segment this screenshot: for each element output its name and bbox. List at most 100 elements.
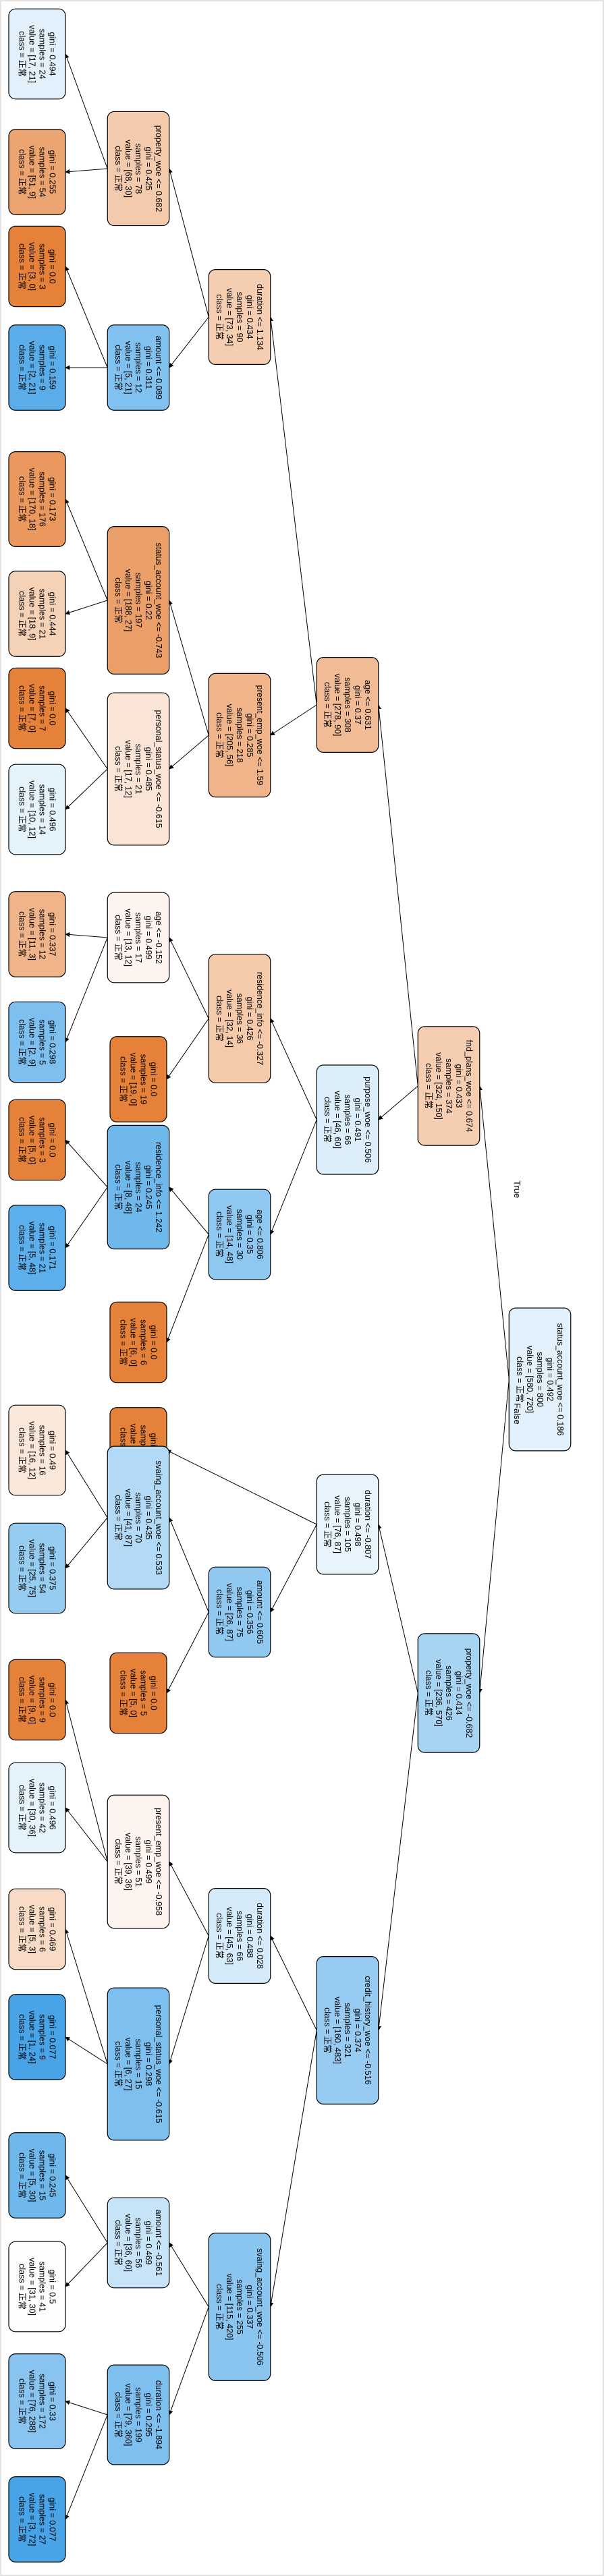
tree-edge <box>65 2414 108 2520</box>
tree-node-box <box>8 129 66 215</box>
tree-node-line: class = 正常 <box>18 786 27 832</box>
tree-node-line: value = [3, 0] <box>28 242 37 291</box>
tree-node-line: samples = 255 <box>235 2279 244 2335</box>
tree-node-box <box>8 324 66 411</box>
tree-node-box <box>508 1307 572 1452</box>
tree-node-line: class = 正常 <box>18 1906 27 1952</box>
tree-edge <box>65 2175 108 2243</box>
tree-node-line: samples = 374 <box>444 1058 454 1114</box>
tree-edge <box>65 2400 108 2415</box>
tree-node-line: samples = 36 <box>235 994 244 1044</box>
tree-edge <box>270 704 317 736</box>
tree-node-line: residence_info <= 1.242 <box>154 1142 163 1232</box>
tree-node-box <box>8 1001 66 1083</box>
tree-node-line: samples = 5 <box>38 1019 47 1065</box>
tree-node-line: class = 正常 <box>113 2041 123 2087</box>
tree-node-line: value = [39, 36] <box>123 1833 133 1891</box>
tree-node-line: class = 正常 <box>113 2392 123 2438</box>
tree-node-line: samples = 30 <box>235 1209 244 1260</box>
tree-edge <box>169 316 209 368</box>
tree-node-line: value = [205, 56] <box>225 704 234 767</box>
tree-node-line: value = [3, 72] <box>28 2493 37 2546</box>
tree-node-line: samples = 24 <box>134 1162 143 1213</box>
tree-node-line: residence_info <= -0.327 <box>255 972 265 1065</box>
tree-node-box <box>109 1036 167 1122</box>
tree-node-line: value = [17, 21] <box>28 25 37 83</box>
tree-node-line: value = [2, 21] <box>28 341 37 395</box>
tree-node-box <box>8 2132 66 2219</box>
tree-node-line: samples = 75 <box>235 1587 244 1638</box>
tree-node-box <box>8 571 66 657</box>
tree-node-line: value = [45, 63] <box>225 1907 234 1965</box>
tree-node-line: gini = 0.0 <box>149 1325 159 1359</box>
tree-node-line: samples = 105 <box>343 1497 352 1552</box>
tree-node-box <box>109 1301 167 1383</box>
tree-node-line: gini = 0.337 <box>245 2285 254 2329</box>
tree-edge <box>65 708 108 770</box>
tree-node-box <box>107 2364 170 2465</box>
tree-node-line: gini = 0.0 <box>48 691 57 725</box>
tree-edge <box>168 1935 209 2065</box>
tree-node-line: gini = 0.499 <box>144 1840 153 1884</box>
tree-node-line: present_emp_woe <= 1.59 <box>255 685 265 786</box>
tree-edge <box>167 168 209 318</box>
tree-node-line: gini = 0.499 <box>144 916 153 960</box>
tree-node-line: property_woe <= 0.682 <box>154 125 163 212</box>
tree-node-line: samples = 9 <box>38 2014 47 2060</box>
tree-node-line: gini = 0.171 <box>48 1226 57 1270</box>
edge-label-true: True <box>512 1180 522 1198</box>
tree-node-line: value = [79, 360] <box>123 2384 133 2446</box>
tree-edge <box>169 937 209 1019</box>
tree-node-line: amount <= 0.089 <box>154 336 163 400</box>
tree-node-line: value = [14, 48] <box>225 1205 234 1263</box>
tree-node-line: class = 正常 <box>18 149 27 195</box>
tree-node-line: class = 正常 <box>18 476 27 522</box>
tree-edge <box>168 2306 209 2415</box>
tree-node-line: class = 正常 <box>113 746 123 792</box>
tree-node-line: class = 正常 <box>113 577 123 623</box>
tree-node-box <box>109 1652 167 1734</box>
tree-node-line: class = 正常 <box>424 1063 433 1109</box>
tree-node-box <box>8 451 66 547</box>
tree-edge <box>166 1611 209 1694</box>
tree-node-line: fnd_plans_woe <= 0.674 <box>464 1040 474 1133</box>
tree-node-box <box>107 1987 170 2141</box>
tree-node-line: gini = 0.5 <box>48 2269 57 2303</box>
tree-node-line: class = 正常 <box>18 911 27 957</box>
tree-node-line: class = 正常 <box>215 294 224 340</box>
tree-node-line: samples = 12 <box>38 909 47 960</box>
tree-edge <box>376 704 418 1087</box>
tree-node-line: personal_status_woe <= -0.615 <box>154 2005 163 2123</box>
tree-node-line: value = [5, 21] <box>123 341 133 395</box>
tree-node-line: age <= 0.631 <box>363 680 373 730</box>
tree-node-line: class = 正常 <box>18 1677 27 1723</box>
tree-edge <box>269 2030 317 2308</box>
tree-node-line: class = 正常 <box>215 1589 224 1635</box>
tree-node-line: gini = 0.159 <box>48 346 57 390</box>
tree-node-box <box>107 324 170 411</box>
tree-edge <box>166 1234 209 1343</box>
tree-node-line: gini = 0.0 <box>48 249 57 283</box>
tree-edge <box>65 2036 108 2065</box>
tree-node-box <box>208 954 271 1083</box>
